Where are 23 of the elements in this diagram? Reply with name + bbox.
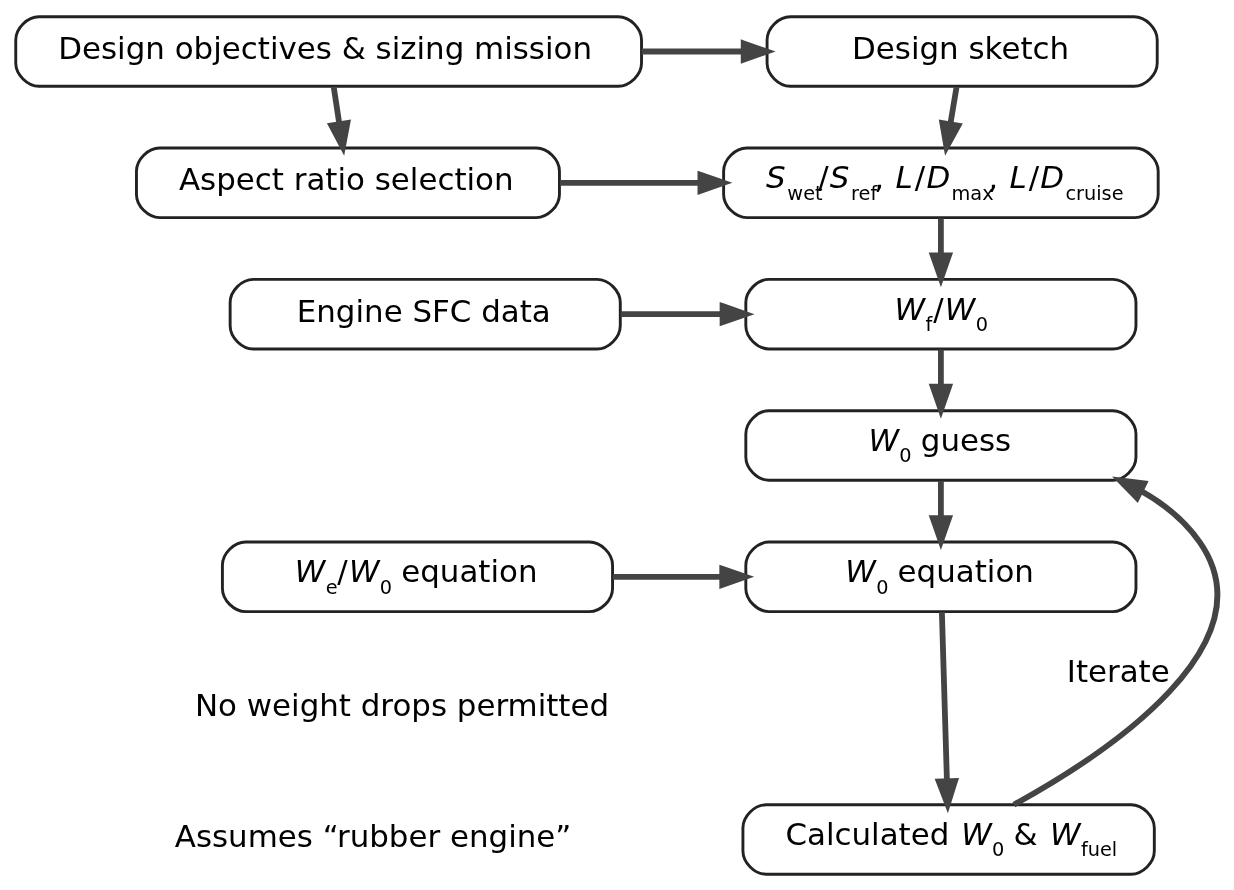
edge-label: Iterate [1066, 652, 1170, 689]
arrow [620, 301, 755, 326]
arrow [326, 85, 351, 156]
arrow [1012, 475, 1221, 807]
arrow [641, 38, 776, 64]
label: Assumes “rubber engine” [174, 817, 572, 854]
node-box: Design sketch [765, 14, 1159, 88]
node-box: W$_{0}$ equation [744, 540, 1138, 613]
node-box: W$_{e}$/W$_{0}$ equation [220, 540, 614, 613]
node-box: Engine SFC data [228, 277, 622, 350]
node-box: Calculated W$_{0}$ & W$_{fuel}$ [741, 802, 1156, 876]
arrow [612, 564, 755, 589]
node-box: W$_{0}$ guess [744, 408, 1138, 482]
arrow [934, 611, 960, 813]
arrow [559, 170, 733, 195]
label: No weight drops permitted [194, 686, 610, 723]
node-box: Aspect ratio selection [135, 146, 561, 219]
arrow [928, 349, 954, 419]
arrow [928, 217, 954, 287]
arrow [928, 480, 954, 550]
node-box: Design objectives & sizing mission [14, 14, 643, 88]
node-box: W$_{f}$/W$_{0}$ [744, 277, 1138, 350]
arrow [938, 85, 963, 156]
